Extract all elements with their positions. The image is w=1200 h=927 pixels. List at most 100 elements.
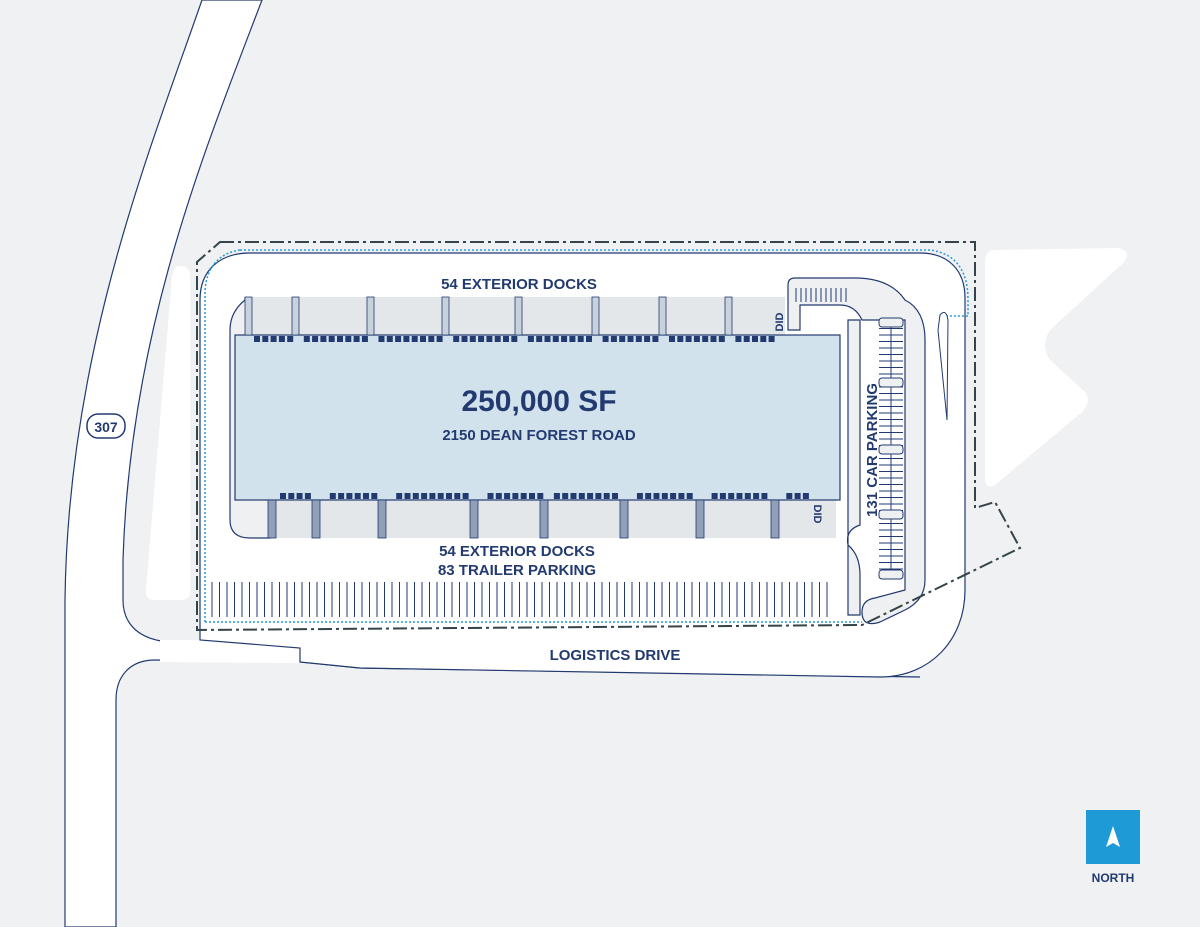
- car-parking-island: [787, 277, 926, 625]
- north-label: NORTH: [1092, 871, 1135, 885]
- dock-door: [536, 336, 543, 342]
- dock-door: [371, 493, 378, 499]
- dock-door: [653, 493, 660, 499]
- highway-shield-number: 307: [94, 419, 118, 435]
- apron-divider: [366, 296, 375, 336]
- dock-door: [603, 493, 610, 499]
- dock-door: [270, 336, 277, 342]
- dock-door: [527, 336, 534, 342]
- dock-door: [685, 336, 692, 342]
- dock-door: [511, 336, 518, 342]
- dock-door: [421, 493, 428, 499]
- apron-divider: [291, 296, 300, 336]
- dock-door: [504, 493, 511, 499]
- dock-door: [553, 493, 560, 499]
- dock-door: [411, 336, 418, 342]
- dock-door: [537, 493, 544, 499]
- dotted-fence-line: [204, 249, 969, 623]
- dock-door: [652, 336, 659, 342]
- dock-door: [761, 493, 768, 499]
- parking-island-cap: [878, 444, 904, 455]
- dock-door: [710, 336, 717, 342]
- dock-door: [735, 336, 742, 342]
- trailer-parking-stalls: [211, 582, 828, 617]
- dock-door: [586, 336, 592, 342]
- dock-door: [728, 493, 735, 499]
- dock-door: [478, 336, 485, 342]
- dock-door: [436, 336, 443, 342]
- dock-door: [486, 336, 493, 342]
- building-address: 2150 DEAN FOREST ROAD: [442, 427, 636, 444]
- dock-door: [345, 336, 352, 342]
- dock-door: [280, 493, 286, 499]
- dock-door: [412, 493, 419, 499]
- dock-door: [552, 336, 559, 342]
- dock-door: [337, 336, 343, 342]
- parking-island-cap: [878, 509, 904, 520]
- car-parking-stalls: [795, 288, 904, 580]
- dock-door: [644, 336, 651, 342]
- dock-door: [595, 493, 602, 499]
- dock-door: [363, 493, 369, 499]
- dock-door: [346, 493, 353, 499]
- dock-door: [378, 336, 385, 342]
- apron-divider: [724, 296, 733, 336]
- dock-door: [494, 336, 501, 342]
- apron-dividers: [244, 296, 780, 539]
- dock-door: [768, 336, 775, 342]
- dock-door: [278, 336, 285, 342]
- dock-door: [794, 493, 801, 499]
- dock-door: [786, 493, 793, 499]
- bottom-docks-label: 54 EXTERIOR DOCKS: [439, 543, 595, 560]
- dock-door: [562, 493, 569, 499]
- dock-door: [520, 493, 527, 499]
- property-boundary: [196, 241, 1022, 632]
- dock-door: [254, 336, 260, 342]
- dock-door: [469, 336, 476, 342]
- apron-divider: [770, 499, 780, 539]
- bottom-dock-apron: [268, 500, 836, 538]
- dock-door: [602, 336, 609, 342]
- apron-divider: [441, 296, 450, 336]
- dock-door: [312, 336, 319, 342]
- apron-divider: [514, 296, 523, 336]
- dock-door: [645, 493, 652, 499]
- apron-divider: [244, 296, 253, 336]
- dock-door: [661, 493, 668, 499]
- dock-door: [495, 493, 502, 499]
- dock-door: [670, 493, 677, 499]
- dock-door: [403, 336, 410, 342]
- dock-door: [395, 336, 402, 342]
- dock-door: [437, 493, 444, 499]
- dock-door: [396, 493, 403, 499]
- building: [234, 334, 841, 501]
- building-area: 250,000 SF: [461, 385, 616, 418]
- parking-island-cap: [878, 317, 904, 328]
- dock-door: [287, 336, 294, 342]
- top-dock-doors: [254, 336, 775, 342]
- apron-divider: [658, 296, 667, 336]
- dock-door: [753, 493, 760, 499]
- dock-door: [503, 336, 509, 342]
- apron-divider: [311, 499, 321, 539]
- dock-door: [627, 336, 634, 342]
- dock-door: [304, 493, 311, 499]
- dock-door: [446, 493, 452, 499]
- dock-door: [461, 336, 468, 342]
- dock-door: [635, 336, 642, 342]
- dock-door: [544, 336, 551, 342]
- dock-door: [610, 336, 617, 342]
- dock-door: [288, 493, 295, 499]
- north-arrow-icon: [1106, 826, 1120, 847]
- dock-door: [487, 493, 494, 499]
- apron-divider: [591, 296, 600, 336]
- apron-divider: [539, 499, 549, 539]
- dock-door: [454, 493, 461, 499]
- car-parking-label: 131 CAR PARKING: [864, 383, 881, 517]
- dock-door: [760, 336, 767, 342]
- dock-door: [736, 493, 743, 499]
- dock-door: [719, 493, 726, 499]
- dock-door: [453, 336, 460, 342]
- highway-shield: [86, 413, 126, 439]
